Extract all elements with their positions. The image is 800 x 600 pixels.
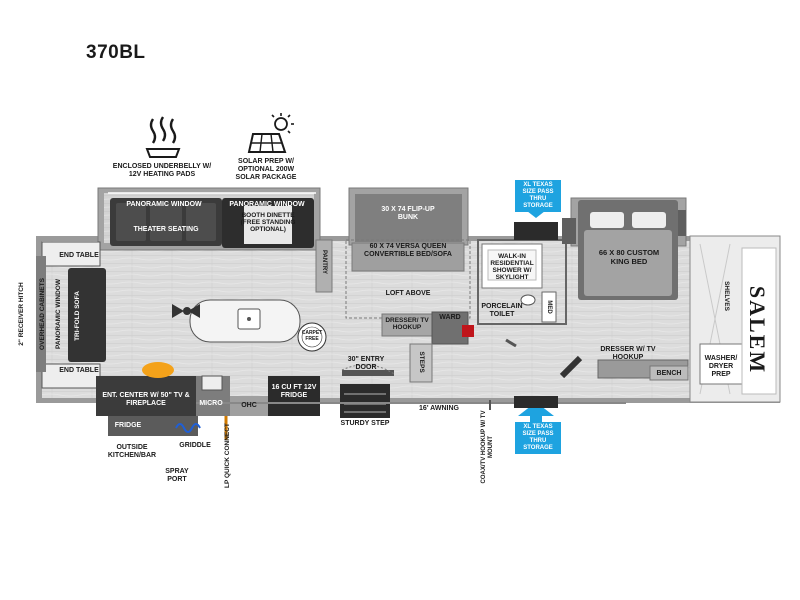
bench-label: BENCH: [656, 370, 682, 377]
storage-arrow-bottom: [518, 402, 554, 422]
overhead-cabinets-label: OVERHEAD CABINETS: [39, 278, 46, 350]
interior-steps: [409, 343, 433, 383]
fridge-block: [268, 376, 320, 416]
end-table-bottom-label: END TABLE: [59, 367, 99, 374]
washer-dryer-label: WASHER/ DRYER PREP: [704, 355, 738, 378]
loft-above-label: LOFT ABOVE: [385, 290, 431, 297]
model-number: 370BL: [86, 42, 146, 63]
outside-kitchen-label: OUTSIDE KITCHEN/BAR: [107, 444, 157, 459]
med-label: MED: [546, 300, 552, 314]
theater-seating-label: THEATER SEATING: [133, 226, 199, 233]
walk-in-shower-label: WALK-IN RESIDENTIAL SHOWER W/ SKYLIGHT: [490, 253, 534, 281]
receiver-hitch-label: 2" RECEIVER HITCH: [18, 282, 25, 346]
sturdy-step-label: STURDY STEP: [340, 420, 390, 427]
heating-pads-label: ENCLOSED UNDERBELLY W/ 12V HEATING PADS: [112, 163, 212, 178]
ward-label: WARD: [439, 314, 461, 321]
ent-center-block: [96, 376, 196, 416]
dresser-bedroom-label: DRESSER W/ TV HOOKUP: [600, 346, 656, 361]
micro-label: MICRO: [199, 400, 223, 407]
flip-up-bunk: [355, 194, 462, 242]
bench: [649, 365, 689, 381]
tri-fold-sofa-label: TRI-FOLD SOFA: [74, 291, 81, 341]
awning-label: 16' AWNING: [419, 405, 459, 412]
entry-door-label: 30" ENTRY DOOR: [347, 356, 385, 371]
porcelain-toilet-label: PORCELAIN TOILET: [481, 303, 523, 318]
storage-bottom-label: XL TEXAS SIZE PASS THRU STORAGE: [515, 422, 561, 454]
coax-tv-label: COAX/TV HOOKUP W/ TV MOUNT: [481, 410, 494, 484]
panoramic-window-rear-label: PANORAMIC WINDOW: [55, 279, 62, 349]
pantry: [315, 239, 333, 293]
solar-panel-label: SOLAR PREP W/ OPTIONAL 200W SOLAR PACKAG…: [235, 158, 297, 181]
ent-center-label: ENT. CENTER W/ 50" TV & FIREPLACE: [102, 392, 190, 407]
solar-panel-icon: [247, 113, 294, 153]
sturdy-step-box: [340, 384, 390, 418]
med-cabinet: [541, 291, 557, 323]
booth-dinette-label: BOOTH DINETTE (FREE STANDING OPTIONAL): [240, 212, 296, 233]
tri-fold-sofa: [68, 268, 106, 362]
steps-label: STEPS: [418, 351, 425, 373]
outside-kitchen-box: [108, 416, 198, 436]
end-table-top-label: END TABLE: [59, 252, 99, 259]
spray-port-label: SPRAY PORT: [165, 468, 189, 483]
ohc-block: [230, 396, 268, 416]
end-table-top: [41, 241, 101, 267]
panoramic-window-top-label: PANORAMIC WINDOW: [126, 201, 202, 208]
dresser-tv-hookup-mid-label: DRESSER/ TV HOOKUP: [385, 317, 429, 331]
flip-up-bunk-label: 30 X 74 FLIP-UP BUNK: [381, 206, 435, 221]
panoramic-window-booth-label: PANORAMIC WINDOW: [229, 201, 305, 208]
heating-pads-icon: [145, 116, 181, 158]
versa-queen: [351, 242, 465, 272]
carpet-free-label: CARPET FREE: [301, 330, 323, 342]
brand-logo: SALEM: [745, 285, 770, 375]
versa-queen-label: 60 X 74 VERSA QUEEN CONVERTIBLE BED/SOFA: [364, 243, 452, 258]
lp-quick-connect-label: LP QUICK CONNECT: [224, 423, 231, 488]
king-bed-label: 66 X 80 CUSTOM KING BED: [598, 248, 660, 266]
ohc-label: OHC: [241, 402, 257, 409]
griddle-label: GRIDDLE: [179, 442, 211, 449]
fridge-outside-label: FRIDGE: [114, 422, 142, 429]
storage-top-label: XL TEXAS SIZE PASS THRU STORAGE: [515, 180, 561, 212]
fridge-16-label: 16 CU FT 12V FRIDGE: [271, 384, 317, 399]
shelves-label: SHELVES: [723, 281, 730, 311]
entry-door: [342, 370, 394, 376]
pantry-label: PANTRY: [321, 250, 327, 274]
